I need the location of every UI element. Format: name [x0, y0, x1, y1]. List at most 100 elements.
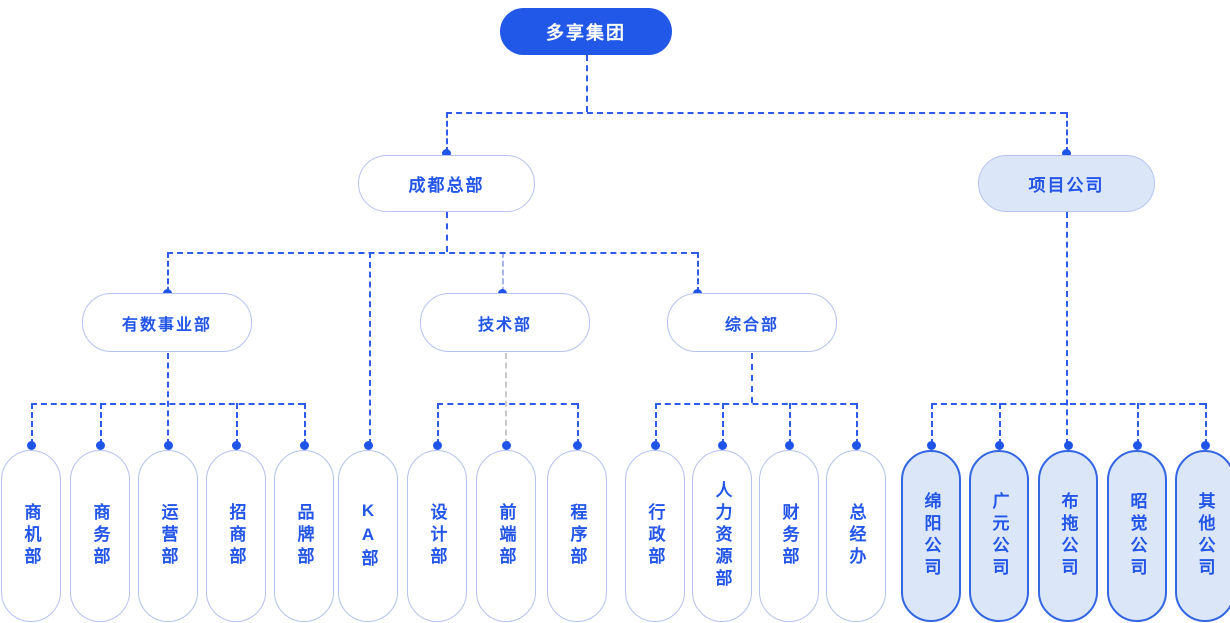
org-node-label: KA部	[358, 501, 378, 571]
connector-line	[931, 403, 1205, 405]
connector-line	[31, 403, 304, 405]
org-node-dept-general[interactable]: 综合部	[667, 293, 837, 352]
connector-line	[722, 403, 724, 445]
org-node-label: 总经办	[846, 503, 866, 569]
connector-line	[1205, 403, 1207, 445]
node-anchor-dot	[26, 440, 36, 450]
org-node-label: 广元公司	[989, 492, 1009, 580]
connector-line	[446, 212, 448, 252]
org-node-label: 前端部	[496, 503, 516, 569]
org-node-label: 招商部	[226, 503, 246, 569]
org-node-label: 行政部	[645, 503, 665, 569]
connector-line	[304, 403, 306, 445]
node-anchor-dot	[432, 440, 442, 450]
connector-line	[437, 403, 439, 445]
org-node-leaf[interactable]: 商机部	[1, 450, 61, 622]
org-node-label: 布拖公司	[1058, 492, 1078, 580]
org-node-label: 项目公司	[1028, 176, 1105, 195]
node-anchor-dot	[926, 440, 936, 450]
org-node-leaf[interactable]: 财务部	[759, 450, 819, 622]
node-anchor-dot	[95, 440, 105, 450]
org-node-label: 技术部	[477, 316, 532, 334]
node-anchor-dot	[1063, 440, 1073, 450]
connector-line	[100, 403, 102, 445]
org-node-leaf[interactable]: 程序部	[547, 450, 607, 622]
connector-line	[446, 112, 1066, 114]
connector-line	[586, 55, 588, 112]
connector-line	[446, 112, 448, 153]
org-node-leaf[interactable]: 行政部	[625, 450, 685, 622]
node-anchor-dot	[231, 440, 241, 450]
org-node-label: 绵阳公司	[921, 492, 941, 580]
org-node-leaf[interactable]: 招商部	[206, 450, 266, 622]
connector-line	[437, 403, 577, 405]
org-node-leaf[interactable]: 绵阳公司	[901, 450, 961, 622]
connector-line	[789, 403, 791, 445]
connector-line	[751, 353, 753, 403]
node-anchor-dot	[163, 440, 173, 450]
org-node-project-company[interactable]: 项目公司	[978, 155, 1155, 212]
org-node-leaf[interactable]: 其他公司	[1175, 450, 1230, 622]
connector-line	[856, 403, 858, 445]
node-anchor-dot	[851, 440, 861, 450]
connector-line	[167, 252, 697, 254]
org-node-chengdu-hq[interactable]: 成都总部	[358, 155, 535, 212]
node-anchor-dot	[1200, 440, 1210, 450]
org-node-label: 昭觉公司	[1127, 492, 1147, 580]
connector-line	[502, 252, 504, 293]
org-node-label: 其他公司	[1195, 492, 1215, 580]
connector-line	[697, 252, 699, 293]
connector-line	[655, 403, 657, 445]
org-node-dept-youshu[interactable]: 有数事业部	[82, 293, 252, 352]
org-node-leaf[interactable]: 布拖公司	[1038, 450, 1098, 622]
org-node-leaf[interactable]: KA部	[338, 450, 398, 622]
org-node-leaf[interactable]: 人力资源部	[692, 450, 752, 622]
node-anchor-dot	[784, 440, 794, 450]
node-anchor-dot	[717, 440, 727, 450]
node-anchor-dot	[1132, 440, 1142, 450]
org-node-leaf[interactable]: 前端部	[476, 450, 536, 622]
node-anchor-dot	[650, 440, 660, 450]
org-node-leaf[interactable]: 品牌部	[274, 450, 334, 622]
node-anchor-dot	[299, 440, 309, 450]
org-node-label: 运营部	[158, 503, 178, 569]
connector-line	[167, 353, 169, 445]
connector-line	[655, 403, 856, 405]
org-node-leaf[interactable]: 设计部	[407, 450, 467, 622]
org-node-label: 人力资源部	[712, 481, 732, 591]
node-anchor-dot	[441, 148, 451, 158]
connector-line	[167, 252, 169, 293]
org-node-leaf[interactable]: 商务部	[70, 450, 130, 622]
connector-line	[369, 252, 371, 445]
org-node-leaf[interactable]: 昭觉公司	[1107, 450, 1167, 622]
connector-line	[1066, 212, 1068, 445]
connector-line	[999, 403, 1001, 445]
connector-line	[505, 353, 507, 445]
connector-line	[1066, 112, 1068, 153]
org-node-label: 品牌部	[294, 503, 314, 569]
org-node-label: 财务部	[779, 503, 799, 569]
org-node-label: 有数事业部	[121, 316, 212, 334]
org-node-label: 成都总部	[408, 176, 485, 195]
node-anchor-dot	[994, 440, 1004, 450]
node-anchor-dot	[501, 440, 511, 450]
org-node-label: 商务部	[90, 503, 110, 569]
connector-line	[931, 403, 933, 445]
node-anchor-dot	[572, 440, 582, 450]
org-node-label: 设计部	[427, 503, 447, 569]
org-node-label: 程序部	[567, 503, 587, 569]
org-node-group-root[interactable]: 多享集团	[500, 8, 672, 55]
node-anchor-dot	[1061, 148, 1071, 158]
connector-line	[1137, 403, 1139, 445]
connector-line	[577, 403, 579, 445]
org-node-leaf[interactable]: 总经办	[826, 450, 886, 622]
connector-line	[236, 403, 238, 445]
org-node-leaf[interactable]: 运营部	[138, 450, 198, 622]
org-node-dept-tech[interactable]: 技术部	[420, 293, 590, 352]
org-node-label: 综合部	[724, 316, 779, 334]
org-node-label: 商机部	[21, 503, 41, 569]
connector-line	[31, 403, 33, 445]
org-node-label: 多享集团	[546, 22, 626, 43]
org-node-leaf[interactable]: 广元公司	[969, 450, 1029, 622]
